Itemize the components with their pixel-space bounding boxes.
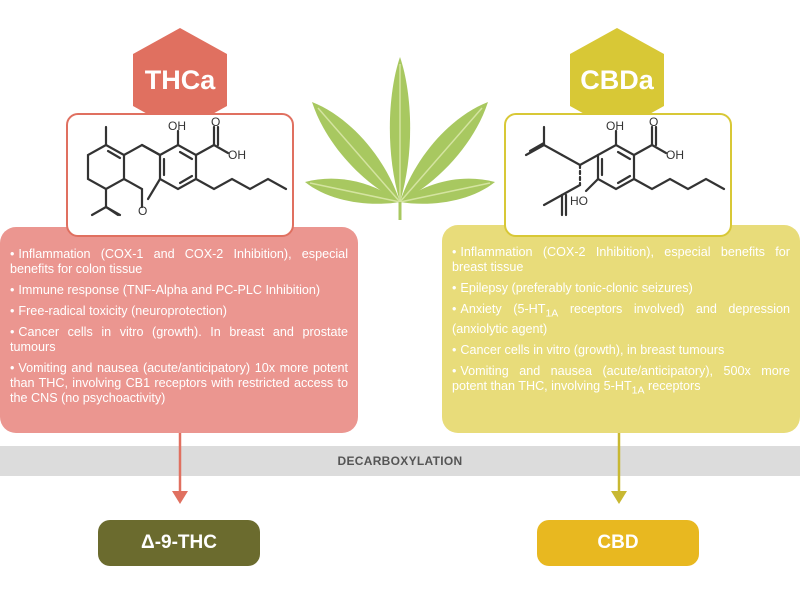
thc-product-pill: Δ-9-THC [98, 520, 260, 566]
cbda-benefit-item: •Vomiting and nausea (acute/anticipatory… [452, 364, 790, 399]
thca-arrow [172, 433, 188, 504]
thca-hexagon [133, 28, 227, 132]
cbda-o-label: O [649, 115, 658, 129]
thca-o-label: O [211, 115, 220, 129]
thca-benefit-item: •Free-radical toxicity (neuroprotection) [10, 304, 348, 319]
decarboxylation-label: DECARBOXYLATION [337, 454, 463, 468]
cbda-benefit-text: receptors involved) and depression (anxi… [452, 302, 790, 336]
bullet-icon: • [10, 361, 15, 375]
bullet-icon: • [452, 342, 457, 357]
thca-cooh-oh-label: OH [228, 148, 246, 162]
cbda-cooh-oh-label: OH [666, 148, 684, 162]
cbda-structure-box: OH O OH HO [504, 113, 732, 237]
bullet-icon: • [10, 247, 15, 261]
thca-structure-box: OH O OH O [66, 113, 294, 237]
decarboxylation-band: DECARBOXYLATION [0, 446, 800, 476]
cbda-arrow [611, 433, 627, 504]
cbda-benefits-panel: •Inflammation (COX-2 Inhibition), especi… [442, 225, 800, 433]
thca-benefit-item: •Inflammation (COX-1 and COX-2 Inhibitio… [10, 247, 348, 277]
cbda-ho-label: HO [570, 194, 588, 208]
thca-benefit-item: •Immune response (TNF-Alpha and PC-PLC I… [10, 283, 348, 298]
thca-benefits-panel: •Inflammation (COX-1 and COX-2 Inhibitio… [0, 227, 358, 433]
thca-benefit-item: •Vomiting and nausea (acute/anticipatory… [10, 361, 348, 406]
bullet-icon: • [10, 283, 15, 297]
cbda-benefit-text: Vomiting and nausea (acute/anticipatory)… [452, 363, 790, 393]
bullet-icon: • [10, 304, 15, 318]
cbda-benefit-item: •Anxiety (5-HT1A receptors involved) and… [452, 302, 790, 337]
bullet-icon: • [452, 302, 457, 316]
thca-oh-label: OH [168, 119, 186, 133]
cbda-benefit-subscript: 1A [545, 307, 559, 320]
cbd-product-pill: CBD [537, 520, 699, 566]
cbda-molecule: OH O OH HO [524, 115, 726, 217]
thca-benefit-text: Immune response (TNF-Alpha and PC-PLC In… [18, 283, 321, 297]
bullet-icon: • [452, 281, 457, 295]
bullet-icon: • [452, 245, 457, 259]
thca-benefit-text: Free-radical toxicity (neuroprotection) [18, 304, 227, 318]
cbda-benefit-text: Anxiety (5-HT [460, 302, 546, 316]
cbda-benefit-text: Cancer cells in vitro (growth), in breas… [460, 342, 725, 357]
cbda-benefit-text: Inflammation (COX-2 Inhibition), especia… [452, 245, 790, 274]
cbda-benefit-subscript: 1A [631, 384, 645, 397]
cbda-benefit-item: •Inflammation (COX-2 Inhibition), especi… [452, 245, 790, 275]
bullet-icon: • [452, 363, 457, 378]
thca-benefit-text: Inflammation (COX-1 and COX-2 Inhibition… [10, 247, 348, 276]
bullet-icon: • [10, 325, 15, 339]
cbda-benefit-item: •Epilepsy (preferably tonic-clonic seizu… [452, 281, 790, 296]
thca-title: THCa [144, 64, 216, 95]
cbda-benefit-item: •Cancer cells in vitro (growth), in brea… [452, 343, 790, 358]
thca-molecule: OH O OH O [86, 115, 288, 218]
thca-benefit-text: Cancer cells in vitro (growth). In breas… [10, 325, 348, 354]
thca-benefit-item: •Cancer cells in vitro (growth). In brea… [10, 325, 348, 355]
thca-benefit-text: Vomiting and nausea (acute/anticipatory)… [10, 361, 348, 405]
cbda-benefit-text: receptors [644, 378, 701, 393]
thca-ring-o-label: O [138, 204, 147, 218]
cbda-title: CBDa [580, 64, 654, 95]
cannabis-leaf-icon [305, 57, 495, 220]
cbda-oh-label: OH [606, 119, 624, 133]
cbda-benefit-text: Epilepsy (preferably tonic-clonic seizur… [460, 281, 693, 295]
cbda-hexagon [570, 28, 664, 132]
